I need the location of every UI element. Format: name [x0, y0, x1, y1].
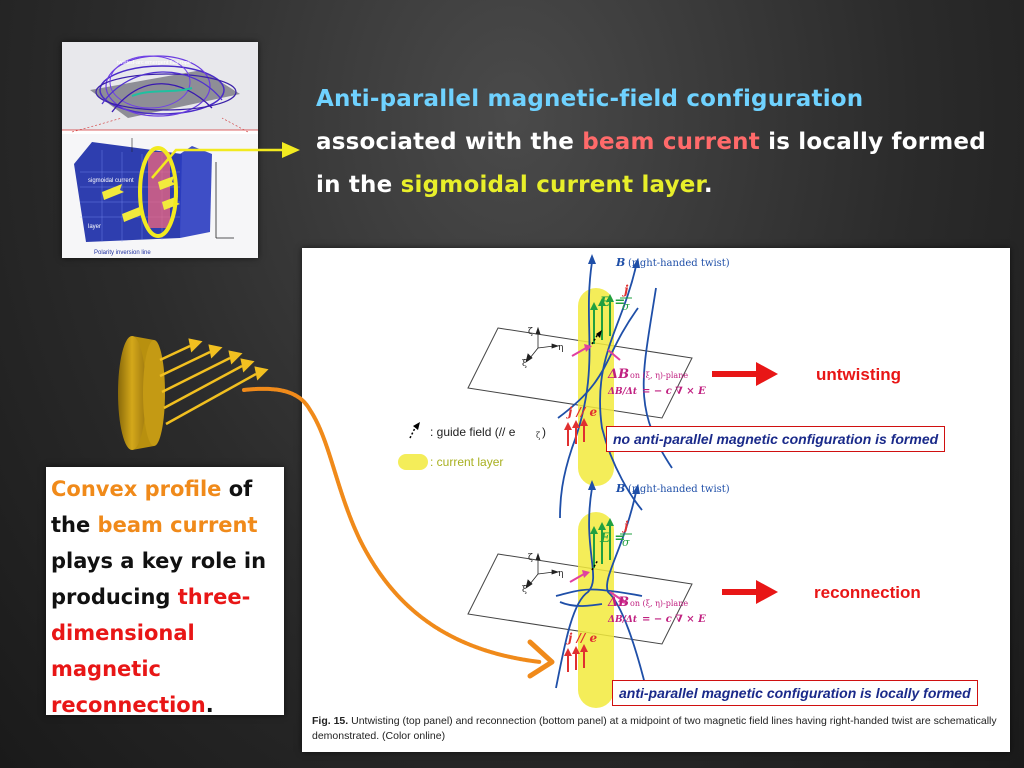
arrow-untwisting	[756, 362, 778, 386]
bottom-panel-note: anti-parallel magnetic configuration is …	[612, 680, 978, 706]
figure-caption: Fig. 15. Untwisting (top panel) and reco…	[312, 714, 1002, 744]
faraday-lhs-bottom: ΔB/Δt	[607, 615, 638, 625]
figure-panel: ζ η ξ B (right-handed twist) E = j σ ΔB …	[302, 248, 1010, 752]
caption-fig-number: Fig. 15.	[312, 715, 349, 727]
side-beam-current: beam current	[97, 513, 258, 537]
flux-rope-illustration: twisted-arc emergent flux rope sigmoidal…	[62, 42, 258, 258]
headline-associated: associated with the	[316, 129, 583, 155]
thumbnail-label-b: layer	[88, 224, 101, 230]
b-label-top: B	[615, 256, 625, 269]
reconnection-diagram: ζ η ξ B (right-handed twist) E = j σ ΔB …	[398, 254, 921, 708]
e-den-bottom: σ	[622, 536, 630, 549]
side-convex-profile: Convex profile	[51, 477, 222, 501]
side-of-the: of the	[51, 477, 253, 537]
headline-beam-current: beam current	[582, 129, 760, 155]
headline-period: .	[703, 172, 713, 198]
headline-locally-formed: is locally formed in the	[316, 129, 986, 198]
side-3d-reconnection: three-dimensional magnetic reconnection	[51, 585, 251, 717]
legend: : guide field (// e ζ ) : current layer	[398, 422, 546, 470]
caption-text: Untwisting (top panel) and reconnection …	[312, 715, 997, 742]
e-num-top: j	[622, 283, 629, 297]
legend-guide-sub: ζ	[536, 431, 541, 440]
e-eq-top: E =	[599, 295, 625, 310]
legend-current-layer: : current layer	[430, 455, 503, 469]
faraday-rhs-bottom: = − c ∇ × E	[642, 614, 706, 625]
j-label-bottom: j // e	[566, 631, 597, 645]
b-desc-top: (right-handed twist)	[628, 258, 730, 269]
e-eq-bottom: E =	[599, 531, 625, 546]
beam-rays	[159, 338, 269, 426]
thumbnail-label-a: sigmoidal current	[88, 178, 134, 184]
bottom-panel: ζ η ξ B (right-handed twist) E = j σ ΔB …	[467, 480, 921, 708]
axis-eta-top: η	[558, 343, 563, 353]
db-desc-bottom: on (ξ, η)-plane	[630, 599, 688, 608]
db-label-bottom: ΔB	[607, 595, 629, 610]
flux-rope-thumbnail: twisted-arc emergent flux rope sigmoidal…	[62, 42, 258, 258]
faraday-lhs-top: ΔB/Δt	[607, 387, 638, 397]
side-key-role: plays a key role in producing	[51, 549, 267, 609]
e-den-top: σ	[622, 300, 630, 313]
e-num-bottom: j	[622, 519, 629, 533]
j-label-top: j // e	[566, 405, 597, 419]
legend-guide-close: )	[542, 425, 546, 439]
b-label-bottom: B	[615, 482, 625, 495]
b-desc-bottom: (right-handed twist)	[628, 484, 730, 495]
faraday-rhs-top: = − c ∇ × E	[642, 386, 706, 397]
result-untwisting: untwisting	[816, 365, 901, 384]
axis-zeta-top: ζ	[528, 327, 533, 337]
axis-xi-top: ξ	[522, 359, 527, 369]
db-desc-top: on (ξ, η)-plane	[630, 371, 688, 380]
axis-xi-bottom: ξ	[522, 585, 527, 595]
axis-zeta-bottom: ζ	[528, 553, 533, 563]
axis-eta-bottom: η	[558, 569, 563, 579]
result-reconnection: reconnection	[814, 583, 921, 602]
thumbnail-bottom-label: Polarity inversion line	[94, 250, 151, 256]
top-panel: ζ η ξ B (right-handed twist) E = j σ ΔB …	[467, 254, 901, 519]
top-panel-note: no anti-parallel magnetic configuration …	[606, 426, 946, 452]
headline-text: Anti-parallel magnetic-field configurati…	[316, 78, 996, 207]
orange-pointer-arrow	[242, 386, 555, 679]
arrow-reconnection	[756, 580, 778, 604]
thumbnail-arrow	[151, 142, 300, 179]
current-layer-bottom	[578, 512, 614, 708]
key-role-textbox: Convex profile of the beam current plays…	[46, 467, 284, 717]
legend-guide-field: : guide field (// e	[430, 425, 516, 439]
beam-disk-icon	[118, 336, 269, 450]
headline-sigmoidal: sigmoidal current layer	[400, 172, 704, 198]
thumbnail-top-label: twisted-arc emergent flux rope	[117, 60, 191, 66]
headline-anti-parallel: Anti-parallel magnetic-field configurati…	[316, 86, 864, 112]
highlight-ellipse	[138, 146, 178, 238]
db-label-top: ΔB	[607, 367, 629, 382]
side-period: .	[205, 693, 214, 717]
